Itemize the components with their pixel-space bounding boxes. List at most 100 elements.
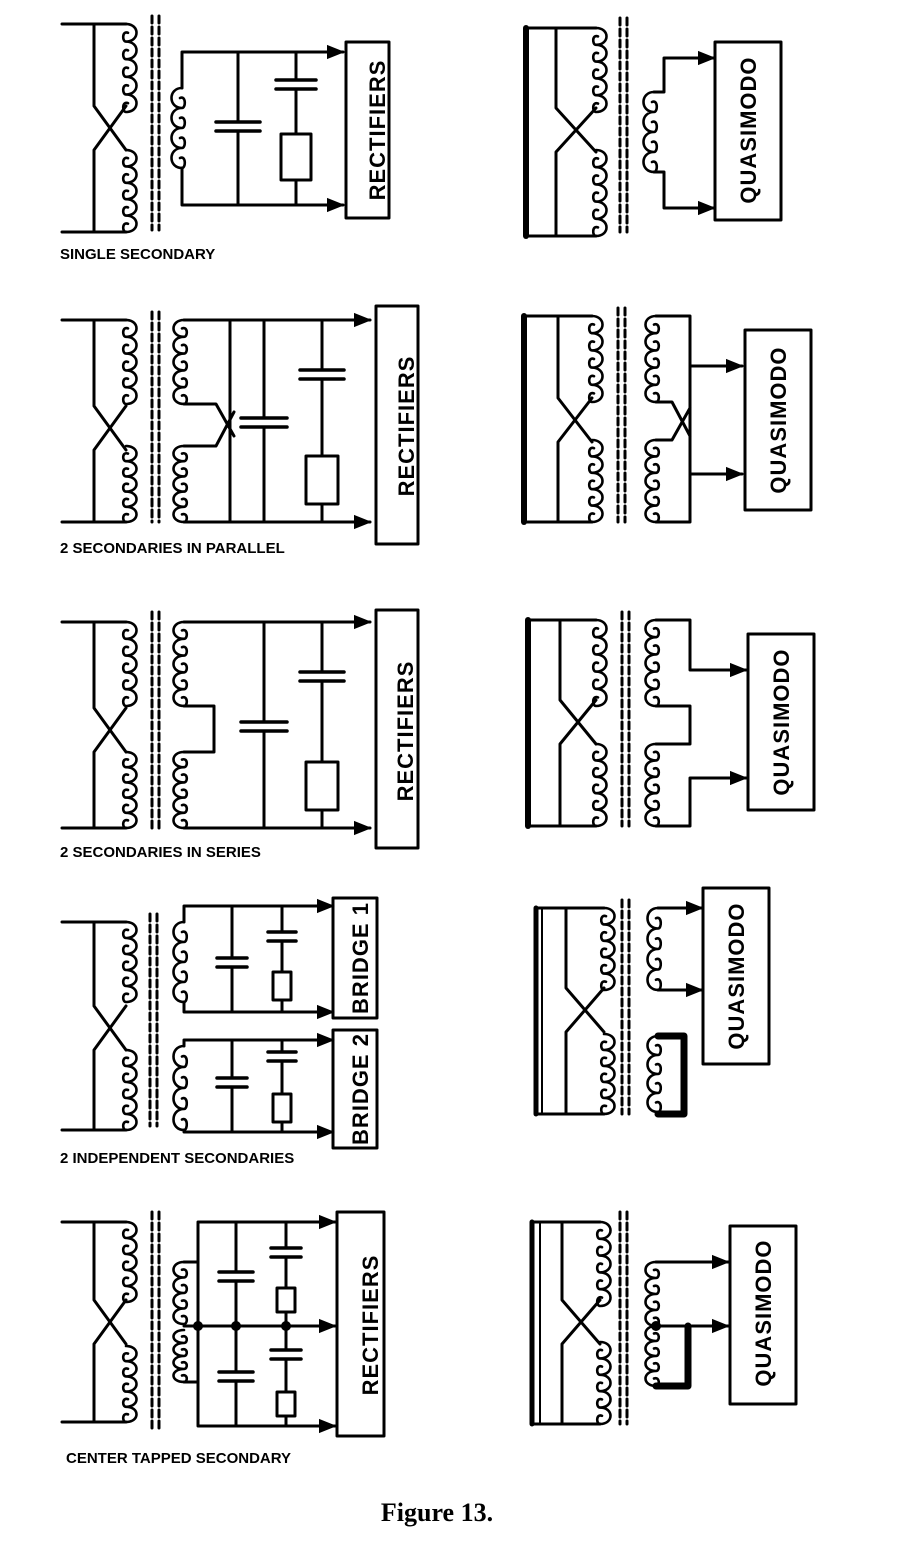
secondary-lead — [654, 618, 746, 672]
primary-coil-lower — [587, 438, 604, 524]
primary-coil-lower — [599, 1032, 616, 1116]
label-independent-secondaries: 2 INDEPENDENT SECONDARIES — [60, 1150, 294, 1167]
figure-caption: Figure 13. — [381, 1498, 493, 1527]
primary-cross-wire — [92, 404, 128, 524]
quasimodo-box-label-5: QUASIMODO — [751, 1239, 776, 1386]
shorted-secondary-heavy-wire — [652, 1322, 692, 1390]
primary-coil-upper — [121, 318, 138, 406]
rectifiers-box — [344, 40, 391, 220]
secondary-coil-upper — [644, 314, 661, 404]
primary-cross-wire — [560, 1298, 602, 1426]
secondary-lead — [180, 166, 342, 207]
junction-dot — [651, 1321, 661, 1331]
primary-coil-upper — [591, 618, 608, 708]
shorted-secondary-heavy-wire — [654, 1032, 688, 1118]
quasimodo-box-label-3: QUASIMODO — [769, 648, 794, 795]
secondary-lead — [182, 1220, 332, 1264]
primary-cross-wire — [92, 1004, 128, 1132]
primary-coil-lower — [595, 1340, 612, 1426]
secondary-lead — [182, 1128, 332, 1134]
resistor — [304, 454, 340, 506]
secondary-coil-upper — [172, 1260, 189, 1326]
rectifiers-box — [374, 304, 420, 546]
secondary-coil-lower — [644, 1324, 661, 1388]
bridge-1-label: BRIDGE 1 — [348, 902, 373, 1014]
secondary-coil-upper — [172, 318, 189, 406]
parallel-cross-wire — [182, 410, 236, 448]
resistor — [271, 970, 293, 1002]
primary-cross-wire — [92, 104, 128, 234]
bridge-2-label: BRIDGE 2 — [348, 1033, 373, 1145]
secondary-coil-2 — [172, 1044, 189, 1132]
secondary-lead — [182, 1038, 332, 1048]
label-single-secondary: SINGLE SECONDARY — [60, 246, 215, 263]
label-secondaries-series: 2 SECONDARIES IN SERIES — [60, 844, 261, 861]
primary-cross-wire — [92, 1220, 128, 1346]
quasimodo-box — [746, 632, 816, 812]
secondary-coil-lower — [172, 1328, 189, 1384]
secondary-lead — [652, 170, 714, 210]
primary-cross-wire — [554, 106, 598, 238]
quasimodo-box — [728, 1224, 798, 1406]
rectifiers-box — [374, 608, 420, 850]
secondary-lead — [180, 50, 342, 90]
secondary-coil-lower — [172, 750, 189, 830]
rectifiers-box-label-3: RECTIFIERS — [393, 661, 418, 802]
secondary-coil-lower — [644, 742, 661, 828]
primary-cross-wire — [554, 26, 598, 154]
primary-coil-lower — [121, 148, 138, 234]
primary-coil-upper — [587, 314, 604, 404]
junction-dot — [193, 1321, 203, 1331]
primary-coil-upper — [595, 1220, 612, 1308]
parallel-cross-wire — [654, 406, 692, 442]
quasimodo-box — [701, 886, 771, 1066]
resistor — [275, 1286, 297, 1314]
label-secondaries-parallel: 2 SECONDARIES IN PARALLEL — [60, 540, 285, 557]
resistor — [271, 1092, 293, 1124]
resistor — [279, 132, 313, 182]
secondary-lead — [182, 904, 332, 924]
primary-coil-lower — [121, 750, 138, 830]
secondary-coil-1 — [172, 920, 189, 1004]
quasimodo-box — [713, 40, 783, 222]
primary-cross-wire — [560, 1220, 602, 1346]
bridge-1-box — [331, 896, 379, 1020]
secondary-coil-lower — [644, 438, 661, 524]
primary-coil-upper — [121, 920, 138, 1004]
primary-coil-lower — [591, 148, 608, 238]
label-center-tapped-secondary: CENTER TAPPED SECONDARY — [66, 1450, 291, 1467]
primary-cross-wire — [92, 706, 128, 830]
primary-cross-wire — [92, 620, 128, 754]
quasimodo-box-label-4: QUASIMODO — [724, 902, 749, 1049]
shorted-secondary-coil — [646, 1034, 663, 1114]
quasimodo-box-label-2: QUASIMODO — [766, 346, 791, 493]
rectifiers-box — [335, 1210, 386, 1438]
secondary-rail — [654, 314, 692, 524]
parallel-cross-wire — [654, 400, 692, 438]
rectifiers-box-label-5: RECTIFIERS — [358, 1255, 383, 1396]
secondary-coil-lower — [172, 444, 189, 524]
primary-coil-upper — [121, 1220, 138, 1304]
quasimodo-box — [743, 328, 813, 512]
primary-cross-wire — [556, 314, 594, 444]
primary-cross-wire — [564, 986, 606, 1116]
primary-cross-wire — [558, 698, 598, 828]
secondary-coil-upper — [644, 618, 661, 708]
secondary-lead — [654, 776, 746, 828]
secondary-coil-upper — [644, 1260, 661, 1328]
primary-cross-wire — [92, 920, 128, 1052]
primary-cross-wire — [564, 906, 606, 1034]
primary-coil-upper — [591, 26, 608, 114]
bridge-2-box — [331, 1028, 379, 1150]
resistor — [275, 1390, 297, 1418]
primary-coil-lower — [121, 444, 138, 524]
primary-coil-lower — [121, 1344, 138, 1424]
rectifiers-box-label-2: RECTIFIERS — [394, 356, 419, 497]
series-link-wire — [654, 704, 692, 746]
primary-cross-wire — [558, 618, 598, 746]
primary-cross-wire — [92, 22, 128, 152]
secondary-coil — [170, 86, 187, 170]
secondary-lead — [652, 56, 714, 94]
primary-coil-lower — [121, 1048, 138, 1132]
